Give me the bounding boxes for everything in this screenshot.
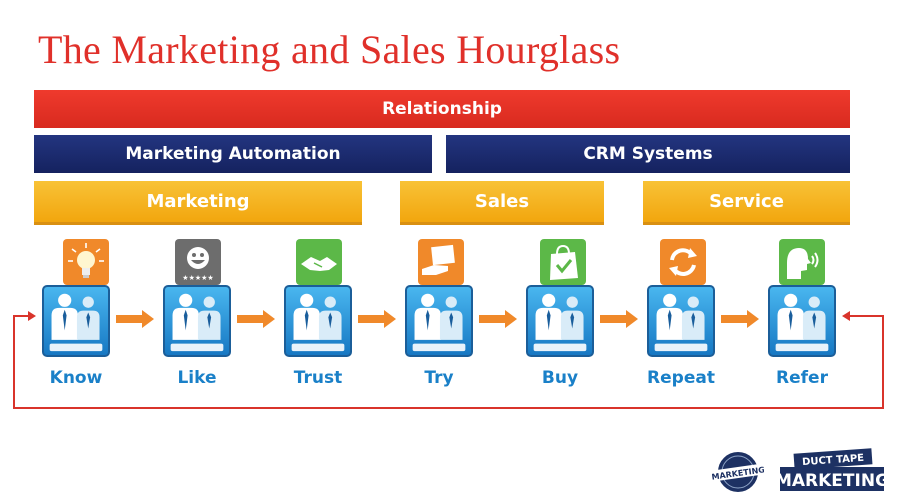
customer-pair-refer: [768, 285, 836, 357]
customer-pair-trust: [284, 285, 352, 357]
lightbulb-icon: [63, 239, 109, 285]
hand-offer-icon: [418, 239, 464, 285]
smiley-rating-icon: ★★★★★: [175, 239, 221, 285]
stage-label-refer: Refer: [776, 368, 828, 388]
customer-pair-repeat: [647, 285, 715, 357]
arrow-right-icon: [358, 310, 396, 328]
shopping-bag-icon: [540, 239, 586, 285]
refresh-icon: [660, 239, 706, 285]
logo-text-top: DUCT TAPE: [802, 453, 865, 468]
crm-systems-band: CRM Systems: [446, 135, 850, 173]
stage-label-repeat: Repeat: [647, 368, 715, 388]
relationship-band: Relationship: [34, 90, 850, 128]
customer-pair-like: [163, 285, 231, 357]
arrow-right-icon: [116, 310, 154, 328]
svg-text:★★★★★: ★★★★★: [182, 274, 213, 282]
stage-label-like: Like: [177, 368, 217, 388]
arrow-right-icon: [721, 310, 759, 328]
marketing-band: Marketing: [34, 181, 362, 225]
customer-pair-buy: [526, 285, 594, 357]
arrow-right-icon: [479, 310, 517, 328]
marketing-automation-band: Marketing Automation: [34, 135, 432, 173]
stage-label-know: Know: [49, 368, 103, 388]
customer-pair-try: [405, 285, 473, 357]
duct-tape-marketing-logo: DUCT TAPE MARKETING: [775, 447, 889, 495]
speaking-head-icon: [779, 239, 825, 285]
arrow-right-icon: [237, 310, 275, 328]
stage-label-try: Try: [424, 368, 454, 388]
service-band: Service: [643, 181, 850, 225]
stage-label-trust: Trust: [293, 368, 343, 388]
marketing-seal-logo: MARKETING: [711, 449, 765, 495]
logo-text-bottom: MARKETING: [776, 471, 888, 491]
customer-pair-know: [42, 285, 110, 357]
sales-band: Sales: [400, 181, 604, 225]
handshake-icon: [296, 239, 342, 285]
stage-label-buy: Buy: [541, 368, 579, 388]
page-title: The Marketing and Sales Hourglass: [38, 27, 621, 72]
arrow-right-icon: [600, 310, 638, 328]
